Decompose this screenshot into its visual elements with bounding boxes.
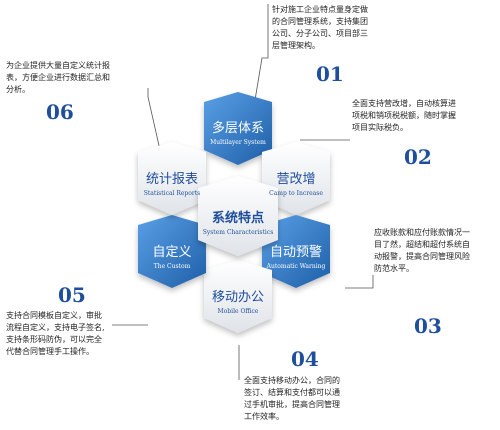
hex-warning[interactable] bbox=[262, 215, 330, 288]
feature-06-description: 为企业提供大量自定义统计报 表，方便企业进行数据汇总和 分析。 bbox=[6, 60, 146, 96]
hex-mobile[interactable] bbox=[204, 260, 272, 333]
hex-reports-subtitle: Statistical Reports bbox=[144, 190, 200, 197]
feature-06-desc-line: 分析。 bbox=[6, 85, 30, 94]
feature-04-desc-line: 工作效率。 bbox=[244, 412, 284, 421]
hex-camp-subtitle: Camp to Increase bbox=[269, 190, 323, 197]
feature-01-desc-line: 层管理架构。 bbox=[272, 41, 320, 50]
leader-lines bbox=[112, 4, 374, 380]
feature-01-description: 针对施工企业特点量身定做 的合同管理系统，支持集团 公司、分子公司、项目部三 层… bbox=[272, 4, 397, 52]
hex-mobile-subtitle: Mobile Office bbox=[218, 308, 259, 315]
feature-01-desc-line: 针对施工企业特点量身定做 bbox=[272, 5, 368, 14]
hex-reports[interactable] bbox=[138, 142, 206, 215]
feature-02-desc-line: 全面支持营改增，自动核算进 bbox=[352, 99, 456, 108]
feature-03-description: 应收账款和应付账款情况一 目了然，超结和超付系统自 动报警，提高合同管理风险 防… bbox=[374, 227, 499, 275]
feature-05-desc-line: 流程自定义，支持电子签名, bbox=[6, 323, 105, 332]
feature-02-description: 全面支持营改增，自动核算进 项税和销项税税额，随时掌握 项目实际税负。 bbox=[352, 98, 492, 134]
feature-06-desc-line: 表，方便企业进行数据汇总和 bbox=[6, 73, 110, 82]
hex-multilayer-subtitle: Multilayer System bbox=[210, 139, 266, 146]
feature-02-number: 02 bbox=[404, 145, 432, 169]
feature-05-desc-line: 支持合同模板自定义，审批 bbox=[6, 311, 102, 320]
feature-04-number: 04 bbox=[291, 347, 319, 371]
feature-03-desc-line: 目了然，超结和超付系统自 bbox=[374, 240, 470, 249]
feature-05-description: 支持合同模板自定义，审批 流程自定义，支持电子签名, 支持条形码防伪，可以完全 … bbox=[6, 310, 131, 358]
feature-03-desc-line: 动报警，提高合同管理风险 bbox=[374, 252, 470, 261]
hex-warning-title: 自动预警 bbox=[270, 244, 322, 259]
feature-01-desc-line: 公司、分子公司、项目部三 bbox=[272, 29, 368, 38]
hex-custom-subtitle: The Custom bbox=[154, 263, 191, 270]
feature-02-desc-line: 项税和销项税税额，随时掌握 bbox=[352, 111, 456, 120]
feature-04-description: 全面支持移动办公，合同的 签订、结算和支付都可以通 过手机审批，提高合同管理 工… bbox=[244, 375, 369, 423]
hex-multilayer-title: 多层体系 bbox=[212, 120, 264, 135]
feature-05-desc-line: 代替合同管理手工操作。 bbox=[6, 347, 94, 356]
hex-mobile-title: 移动办公 bbox=[212, 289, 264, 304]
feature-04-desc-line: 全面支持移动办公，合同的 bbox=[244, 376, 340, 385]
feature-05-desc-line: 支持条形码防伪，可以完全 bbox=[6, 335, 102, 344]
hex-camp[interactable] bbox=[262, 142, 330, 215]
feature-02-desc-line: 项目实际税负。 bbox=[352, 123, 408, 132]
hex-multilayer[interactable] bbox=[204, 92, 272, 165]
feature-03-desc-line: 防范水平。 bbox=[374, 264, 414, 273]
hex-custom[interactable] bbox=[138, 215, 206, 288]
hex-center[interactable] bbox=[198, 176, 278, 256]
feature-06-desc-line: 为企业提供大量自定义统计报 bbox=[6, 61, 110, 70]
leader-line-01 bbox=[254, 4, 269, 101]
feature-03-desc-line: 应收账款和应付账款情况一 bbox=[374, 228, 470, 237]
feature-03-number: 03 bbox=[414, 314, 442, 338]
feature-01-number: 01 bbox=[316, 62, 344, 86]
feature-05-number: 05 bbox=[58, 283, 86, 307]
center-subtitle: System Characteristics bbox=[203, 229, 274, 236]
leader-line-03 bbox=[345, 275, 374, 289]
hex-warning-subtitle: Automatic Warning bbox=[266, 263, 326, 270]
feature-04-desc-line: 签订、结算和支付都可以通 bbox=[244, 388, 340, 397]
feature-04-desc-line: 过手机审批，提高合同管理 bbox=[244, 400, 340, 409]
leader-line-06 bbox=[147, 88, 161, 151]
hex-custom-title: 自定义 bbox=[152, 244, 191, 259]
center-title: 系统特点 bbox=[212, 210, 264, 225]
hex-reports-title: 统计报表 bbox=[146, 171, 198, 186]
feature-01-desc-line: 的合同管理系统，支持集团 bbox=[272, 17, 368, 26]
feature-06-number: 06 bbox=[46, 100, 74, 124]
hex-camp-title: 营改增 bbox=[276, 171, 315, 186]
